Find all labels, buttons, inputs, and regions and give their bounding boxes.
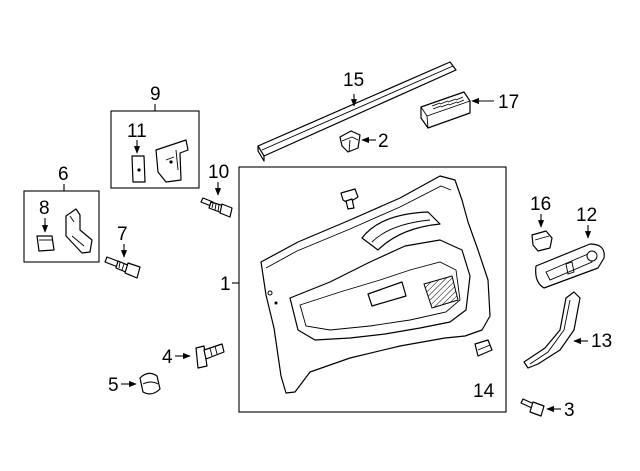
retainer-clip-part (36, 235, 55, 252)
callout-13: 13 (591, 331, 612, 352)
bezel-trim-part (523, 291, 581, 369)
callout-4: 4 (162, 347, 173, 368)
panel-clip-part (340, 188, 359, 210)
callout-15: 15 (343, 70, 364, 91)
callout-16: 16 (530, 194, 551, 215)
mounting-bracket-part (155, 139, 189, 183)
door-trim-panel-part (260, 175, 491, 394)
clip-part-14 (474, 339, 493, 357)
reinforcement-bracket-part (65, 208, 93, 254)
callout-11: 11 (127, 121, 147, 142)
callout-6: 6 (58, 164, 69, 185)
inner-handle-part (535, 243, 605, 289)
belt-weatherstrip-part (257, 61, 457, 162)
callout-12: 12 (576, 205, 597, 226)
screw-part-3 (520, 398, 545, 417)
callout-14: 14 (473, 381, 495, 402)
callout-10: 10 (208, 162, 229, 183)
callout-1: 1 (220, 274, 231, 295)
callout-7: 7 (117, 224, 128, 245)
bracket-clip-part (131, 155, 146, 183)
clip-part-16 (531, 230, 553, 252)
cap-part (139, 372, 161, 395)
callout-17: 17 (498, 92, 519, 113)
clip-part (339, 130, 361, 153)
callout-2: 2 (378, 131, 389, 152)
callout-9: 9 (150, 84, 161, 105)
screw-part-10 (200, 197, 233, 218)
screw-part-7 (104, 256, 141, 279)
push-pin-part (195, 343, 225, 369)
callout-8: 8 (39, 198, 50, 219)
window-switch-part (420, 91, 471, 129)
callout-3: 3 (564, 400, 575, 421)
callout-5: 5 (108, 375, 119, 396)
